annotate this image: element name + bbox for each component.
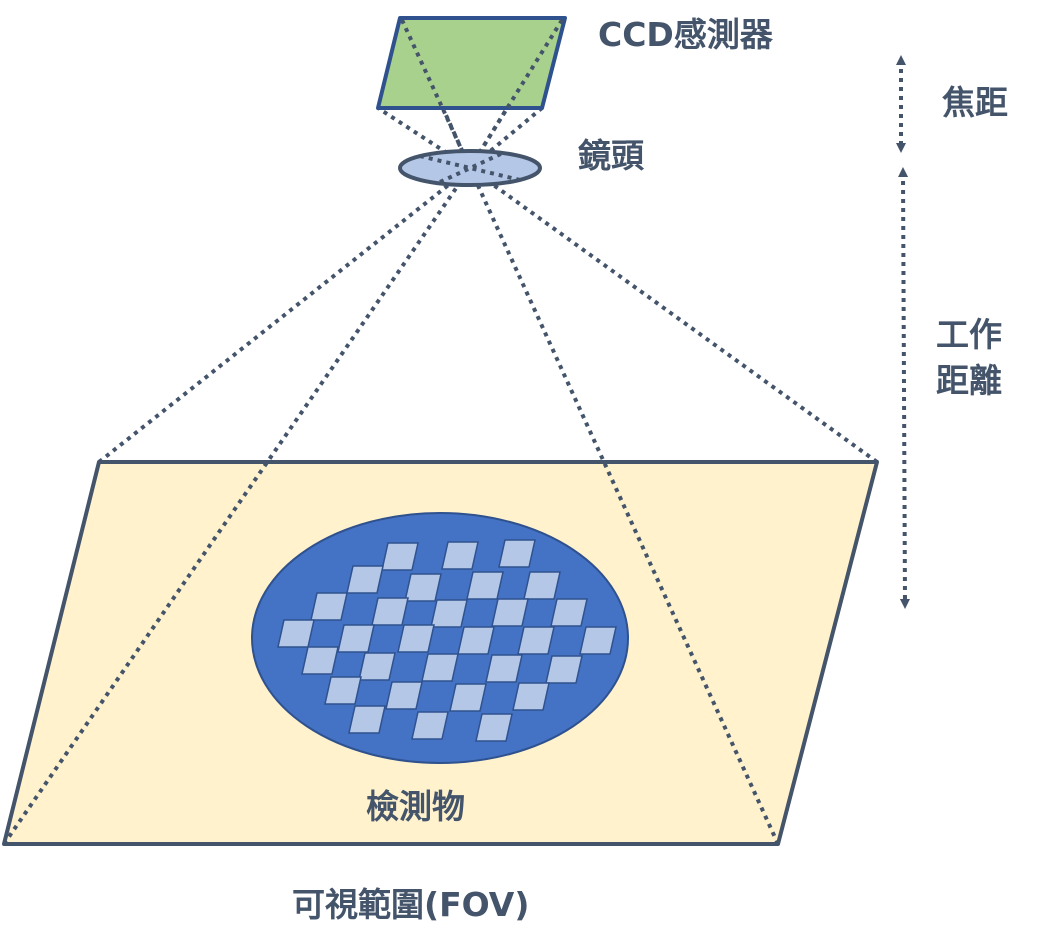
working-distance-label-line1: 工作 bbox=[936, 315, 1002, 354]
lens-label: 鏡頭 bbox=[578, 136, 645, 175]
die bbox=[475, 713, 513, 742]
sensor-label: CCD感測器 bbox=[598, 15, 774, 54]
object-label: 檢測物 bbox=[366, 787, 465, 826]
sensor-diagonal-b bbox=[468, 18, 564, 170]
die bbox=[348, 705, 386, 734]
die bbox=[397, 624, 435, 653]
die bbox=[491, 598, 529, 627]
lens bbox=[398, 149, 542, 187]
fov-label: 可視範圍(FOV) bbox=[292, 885, 529, 924]
die bbox=[517, 626, 555, 655]
die bbox=[550, 598, 588, 627]
die bbox=[346, 565, 384, 594]
die bbox=[485, 654, 523, 683]
die bbox=[404, 573, 442, 602]
sensor-diagonal-a bbox=[400, 19, 472, 169]
die bbox=[466, 571, 504, 600]
die bbox=[579, 626, 617, 655]
die bbox=[545, 655, 583, 684]
die bbox=[411, 711, 449, 740]
die bbox=[310, 592, 348, 621]
die bbox=[512, 682, 550, 711]
die bbox=[381, 542, 419, 571]
die bbox=[358, 652, 396, 681]
ray-top-right bbox=[468, 166, 879, 464]
die bbox=[385, 681, 423, 710]
die bbox=[441, 541, 479, 570]
die bbox=[498, 539, 536, 568]
die bbox=[430, 599, 468, 628]
working-distance-label-line2: 距離 bbox=[936, 361, 1002, 400]
ray-top-left bbox=[97, 166, 472, 464]
die bbox=[324, 676, 362, 705]
focal-length-label: 焦距 bbox=[942, 83, 1008, 122]
die bbox=[457, 626, 495, 655]
ccd-sensor bbox=[376, 16, 567, 110]
ray-bottom-left bbox=[2, 166, 472, 846]
wafer-dies bbox=[277, 539, 617, 742]
ray-sensor-d bbox=[468, 106, 544, 170]
die bbox=[277, 619, 315, 648]
die bbox=[371, 597, 409, 626]
die bbox=[421, 653, 459, 682]
die bbox=[337, 624, 375, 653]
working-distance-arrow bbox=[898, 167, 910, 609]
die bbox=[449, 683, 487, 712]
die bbox=[301, 646, 339, 675]
ray-bottom-right bbox=[468, 167, 780, 845]
lens-cross-b bbox=[439, 150, 506, 184]
die bbox=[523, 571, 561, 600]
